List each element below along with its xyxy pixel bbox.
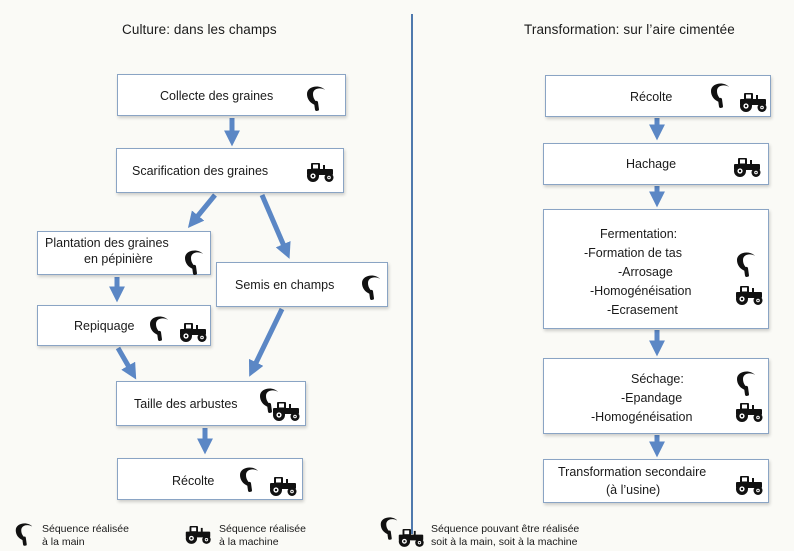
legend-hand-line-1: Séquence réalisée xyxy=(42,523,129,535)
legend-machine-line-2: à la machine xyxy=(219,535,279,548)
sickle-icon xyxy=(304,82,328,112)
step-label: Collecte des graines xyxy=(160,89,274,103)
step-label-line-1: Transformation secondaire xyxy=(558,465,707,479)
arrow-scarification-plantation xyxy=(187,193,217,228)
arrow-semis-taille xyxy=(248,307,285,377)
tractor-icon xyxy=(266,475,300,497)
tractor-icon xyxy=(732,474,766,496)
tractor-icon xyxy=(395,527,427,548)
step-sechage: Séchage: -Epandage -Homogénéisation xyxy=(543,358,769,434)
step-label: Repiquage xyxy=(74,319,135,333)
tractor-icon xyxy=(176,321,210,343)
step-scarification-des-graines: Scarification des graines xyxy=(116,148,344,193)
step-repiquage: Repiquage xyxy=(37,305,211,346)
step-label: Semis en champs xyxy=(235,278,335,292)
step-label-heading: Séchage: xyxy=(631,372,684,386)
step-taille-des-arbustes: Taille des arbustes xyxy=(116,381,306,426)
arrow-repiquage-taille xyxy=(115,346,137,380)
step-hachage: Hachage xyxy=(543,143,769,185)
legend-both-line-2: soit à la main, soit à la machine xyxy=(431,535,578,548)
tractor-icon xyxy=(732,284,766,306)
tractor-icon xyxy=(736,91,770,113)
step-plantation-en-pepiniere: Plantation des graines en pépinière xyxy=(37,231,211,275)
sickle-icon xyxy=(734,248,758,278)
legend-both-line-1: Séquence pouvant être réalisée xyxy=(431,523,580,535)
sickle-icon xyxy=(359,271,383,301)
step-label-item: -Homogénéisation xyxy=(591,410,693,424)
left-column-title: Culture: dans les champs xyxy=(122,22,277,37)
tractor-icon xyxy=(182,524,214,545)
step-label-item: -Ecrasement xyxy=(607,303,678,317)
step-label: Scarification des graines xyxy=(132,164,269,178)
sickle-icon xyxy=(13,519,35,547)
tractor-icon xyxy=(303,161,337,183)
sickle-icon xyxy=(734,367,758,397)
tractor-icon xyxy=(732,401,766,423)
step-label-heading: Fermentation: xyxy=(600,227,678,241)
step-label-line-2: en pépinière xyxy=(84,252,153,266)
right-column-title: Transformation: sur l’aire cimentée xyxy=(524,22,735,37)
step-label-item: -Homogénéisation xyxy=(590,284,692,298)
sickle-icon xyxy=(147,312,171,342)
step-label-item: -Arrosage xyxy=(618,265,673,279)
step-recolte-culture: Récolte xyxy=(117,458,303,500)
legend-machine-line-1: Séquence réalisée xyxy=(219,523,306,535)
step-fermentation: Fermentation: -Formation de tas -Arrosag… xyxy=(543,209,769,329)
legend-both-text: Séquence pouvant être réalisée soit à la… xyxy=(431,523,579,548)
legend-machine-text: Séquence réalisée à la machine xyxy=(219,523,306,548)
legend-hand-line-2: à la main xyxy=(42,535,85,548)
column-divider xyxy=(411,14,413,534)
tractor-icon xyxy=(269,400,303,422)
step-label-item: -Epandage xyxy=(621,391,683,405)
step-label: Hachage xyxy=(626,157,677,171)
step-label-item: -Formation de tas xyxy=(584,246,682,260)
arrow-scarification-semis xyxy=(259,194,291,259)
step-label-line-1: Plantation des graines xyxy=(45,236,169,250)
step-label-line-2: (à l’usine) xyxy=(606,483,661,497)
sickle-icon xyxy=(182,246,206,276)
step-semis-en-champs: Semis en champs xyxy=(216,262,388,307)
step-label: Récolte xyxy=(172,474,215,488)
step-collecte-des-graines: Collecte des graines xyxy=(117,74,346,116)
step-label: Taille des arbustes xyxy=(134,397,238,411)
step-label: Récolte xyxy=(630,90,673,104)
sickle-icon xyxy=(237,463,261,493)
step-transformation-secondaire: Transformation secondaire (à l’usine) xyxy=(543,459,769,503)
legend-hand-text: Séquence réalisée à la main xyxy=(42,523,129,548)
tractor-icon xyxy=(730,156,764,178)
step-recolte-transformation: Récolte xyxy=(545,75,771,117)
sickle-icon xyxy=(708,79,732,109)
